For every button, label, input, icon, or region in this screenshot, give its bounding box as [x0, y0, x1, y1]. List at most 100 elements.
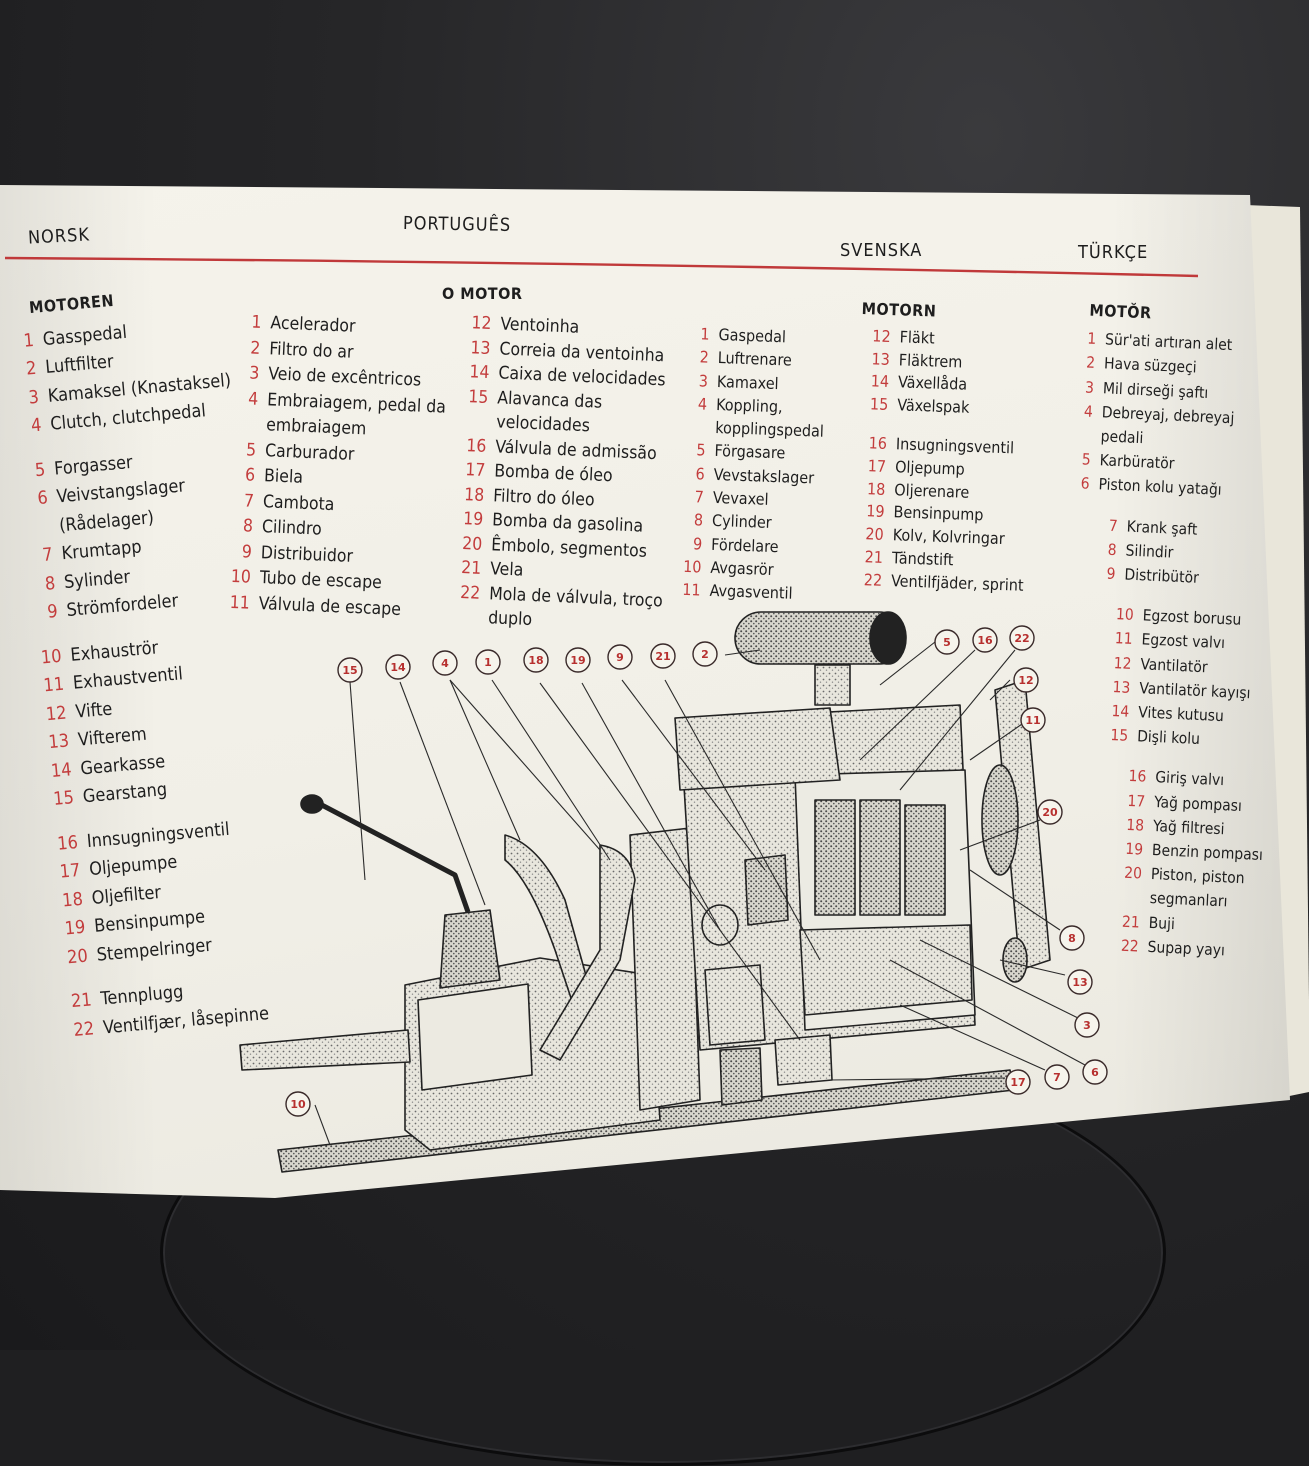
part-number: 8	[242, 516, 254, 537]
part-name: Vevstakslager	[713, 464, 815, 488]
part-number: 9	[1106, 564, 1116, 584]
part-number: 8	[693, 510, 704, 530]
part-name: Krank şaft	[1126, 517, 1198, 539]
part-number: 2	[1085, 353, 1096, 373]
part-number: 22	[72, 1017, 96, 1041]
part-number: 16	[465, 435, 487, 457]
part-number: 22	[1120, 936, 1140, 956]
part-number: 8	[1107, 540, 1118, 559]
part-number: 2	[249, 337, 261, 359]
part-number: 11	[229, 592, 251, 614]
part-number: 5	[696, 440, 706, 461]
part-name: Oljepump	[894, 457, 966, 479]
part-number: 20	[865, 524, 885, 545]
part-number: 18	[866, 478, 886, 499]
part-item: 4 Koppling, kopplingspedal	[686, 392, 825, 443]
part-number: 15	[869, 394, 889, 415]
part-number: 17	[1127, 791, 1146, 811]
part-number: 21	[70, 989, 93, 1013]
part-number: 10	[230, 566, 252, 588]
part-number: 1	[1086, 329, 1097, 349]
header-norsk: NORSK	[27, 224, 91, 249]
part-number: 7	[243, 490, 255, 512]
svenska-title: MOTORN	[861, 298, 937, 321]
part-number: 11	[682, 580, 701, 600]
part-name: Alavanca das velocidades	[495, 387, 603, 437]
part-number: 5	[245, 439, 257, 461]
part-name: Koppling, kopplingspedal	[714, 394, 825, 441]
part-number: 6	[244, 465, 256, 486]
part-number: 1	[700, 324, 710, 344]
part-number: 12	[471, 313, 492, 335]
part-name: Fläkt	[899, 327, 936, 348]
part-number: 7	[694, 487, 705, 507]
part-name: Biela	[263, 466, 304, 488]
part-name: Filtro do ar	[268, 338, 354, 363]
part-number: 6	[36, 487, 49, 510]
part-name: Fläktrem	[898, 349, 963, 372]
part-name: Embraiagem, pedal da embraiagem	[265, 389, 447, 440]
part-name: Bensinpump	[893, 502, 984, 525]
part-number: 13	[470, 337, 491, 359]
part-name: Distribütör	[1124, 565, 1200, 587]
part-name: Dişli kolu	[1136, 727, 1201, 749]
part-name: Ventoinha	[500, 314, 580, 338]
part-number: 4	[697, 394, 708, 414]
part-number: 14	[1111, 702, 1130, 721]
part-number: 9	[46, 600, 59, 623]
part-number: 17	[464, 460, 486, 481]
part-name: Yağ filtresi	[1152, 816, 1225, 839]
part-number: 5	[1081, 450, 1092, 470]
part-number: 11	[42, 673, 65, 697]
part-name: Växellåda	[897, 372, 968, 395]
part-item: 4 Embraiagem, pedal da embraiagem	[235, 386, 447, 446]
part-number: 10	[40, 645, 63, 668]
part-number: 9	[241, 541, 253, 563]
part-number: 22	[863, 570, 883, 590]
part-number: 7	[41, 544, 54, 566]
part-name: Tändstift	[891, 548, 954, 570]
part-number: 21	[1121, 912, 1141, 932]
part-number: 16	[56, 831, 79, 855]
part-name: Oljerenare	[894, 479, 970, 502]
part-name: Giriş valvı	[1154, 768, 1225, 790]
part-number: 2	[699, 347, 710, 367]
part-name: Piston, piston segmanları	[1149, 865, 1245, 911]
part-number: 3	[27, 386, 40, 409]
header-turkce: TÜRKÇE	[1078, 242, 1149, 263]
part-number: 13	[47, 730, 70, 754]
header-portugues: PORTUGUÊS	[402, 213, 512, 236]
part-number: 21	[460, 558, 482, 579]
part-name: Luftrenare	[717, 348, 793, 370]
part-name: Vantilatör	[1140, 654, 1209, 676]
part-number: 17	[867, 456, 887, 476]
part-number: 9	[692, 533, 703, 554]
part-number: 4	[247, 388, 259, 410]
part-number: 14	[468, 362, 490, 384]
part-number: 20	[461, 533, 483, 555]
part-number: 1	[22, 329, 35, 352]
part-number: 21	[864, 547, 884, 567]
part-name: Förgasare	[714, 441, 786, 463]
part-name: Cilindro	[261, 517, 323, 540]
part-name: Ventilfjäder, sprint	[890, 570, 1024, 595]
part-number: 1	[251, 312, 262, 333]
part-number: 16	[1128, 767, 1147, 787]
part-number: 2	[25, 357, 38, 380]
part-name: Buji	[1148, 913, 1176, 933]
part-number: 10	[1115, 605, 1135, 625]
part-number: 18	[1126, 815, 1145, 835]
part-name: Avgasventil	[709, 581, 793, 604]
